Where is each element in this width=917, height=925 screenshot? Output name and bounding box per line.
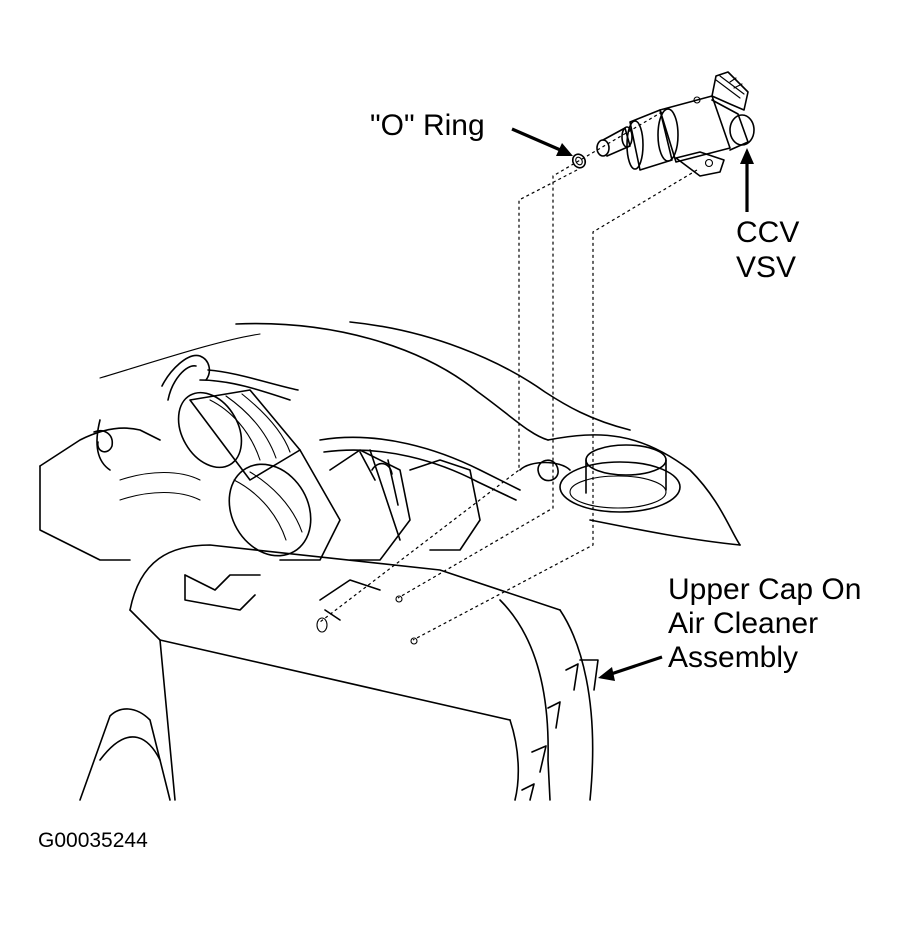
- air-cleaner-housing: [129, 544, 599, 801]
- intake-hose: [161, 354, 341, 561]
- ccv-label: CCV: [736, 216, 800, 249]
- upper-cap-label-line1: Upper Cap On: [668, 573, 862, 606]
- engine-bay-outline: [39, 321, 741, 801]
- ccv-vsv-valve: [596, 71, 755, 177]
- vsv-label: VSV: [736, 251, 797, 284]
- alignment-lines: [319, 111, 698, 641]
- upper-cap-label-line2: Air Cleaner: [668, 607, 819, 640]
- mounting-holes: [316, 595, 418, 645]
- o-ring-label: "O" Ring: [370, 109, 485, 142]
- filler-cap: [559, 444, 681, 513]
- upper-cap-label-line3: Assembly: [668, 641, 799, 674]
- figure-code: G00035244: [38, 829, 148, 852]
- label-arrows: [511, 127, 754, 681]
